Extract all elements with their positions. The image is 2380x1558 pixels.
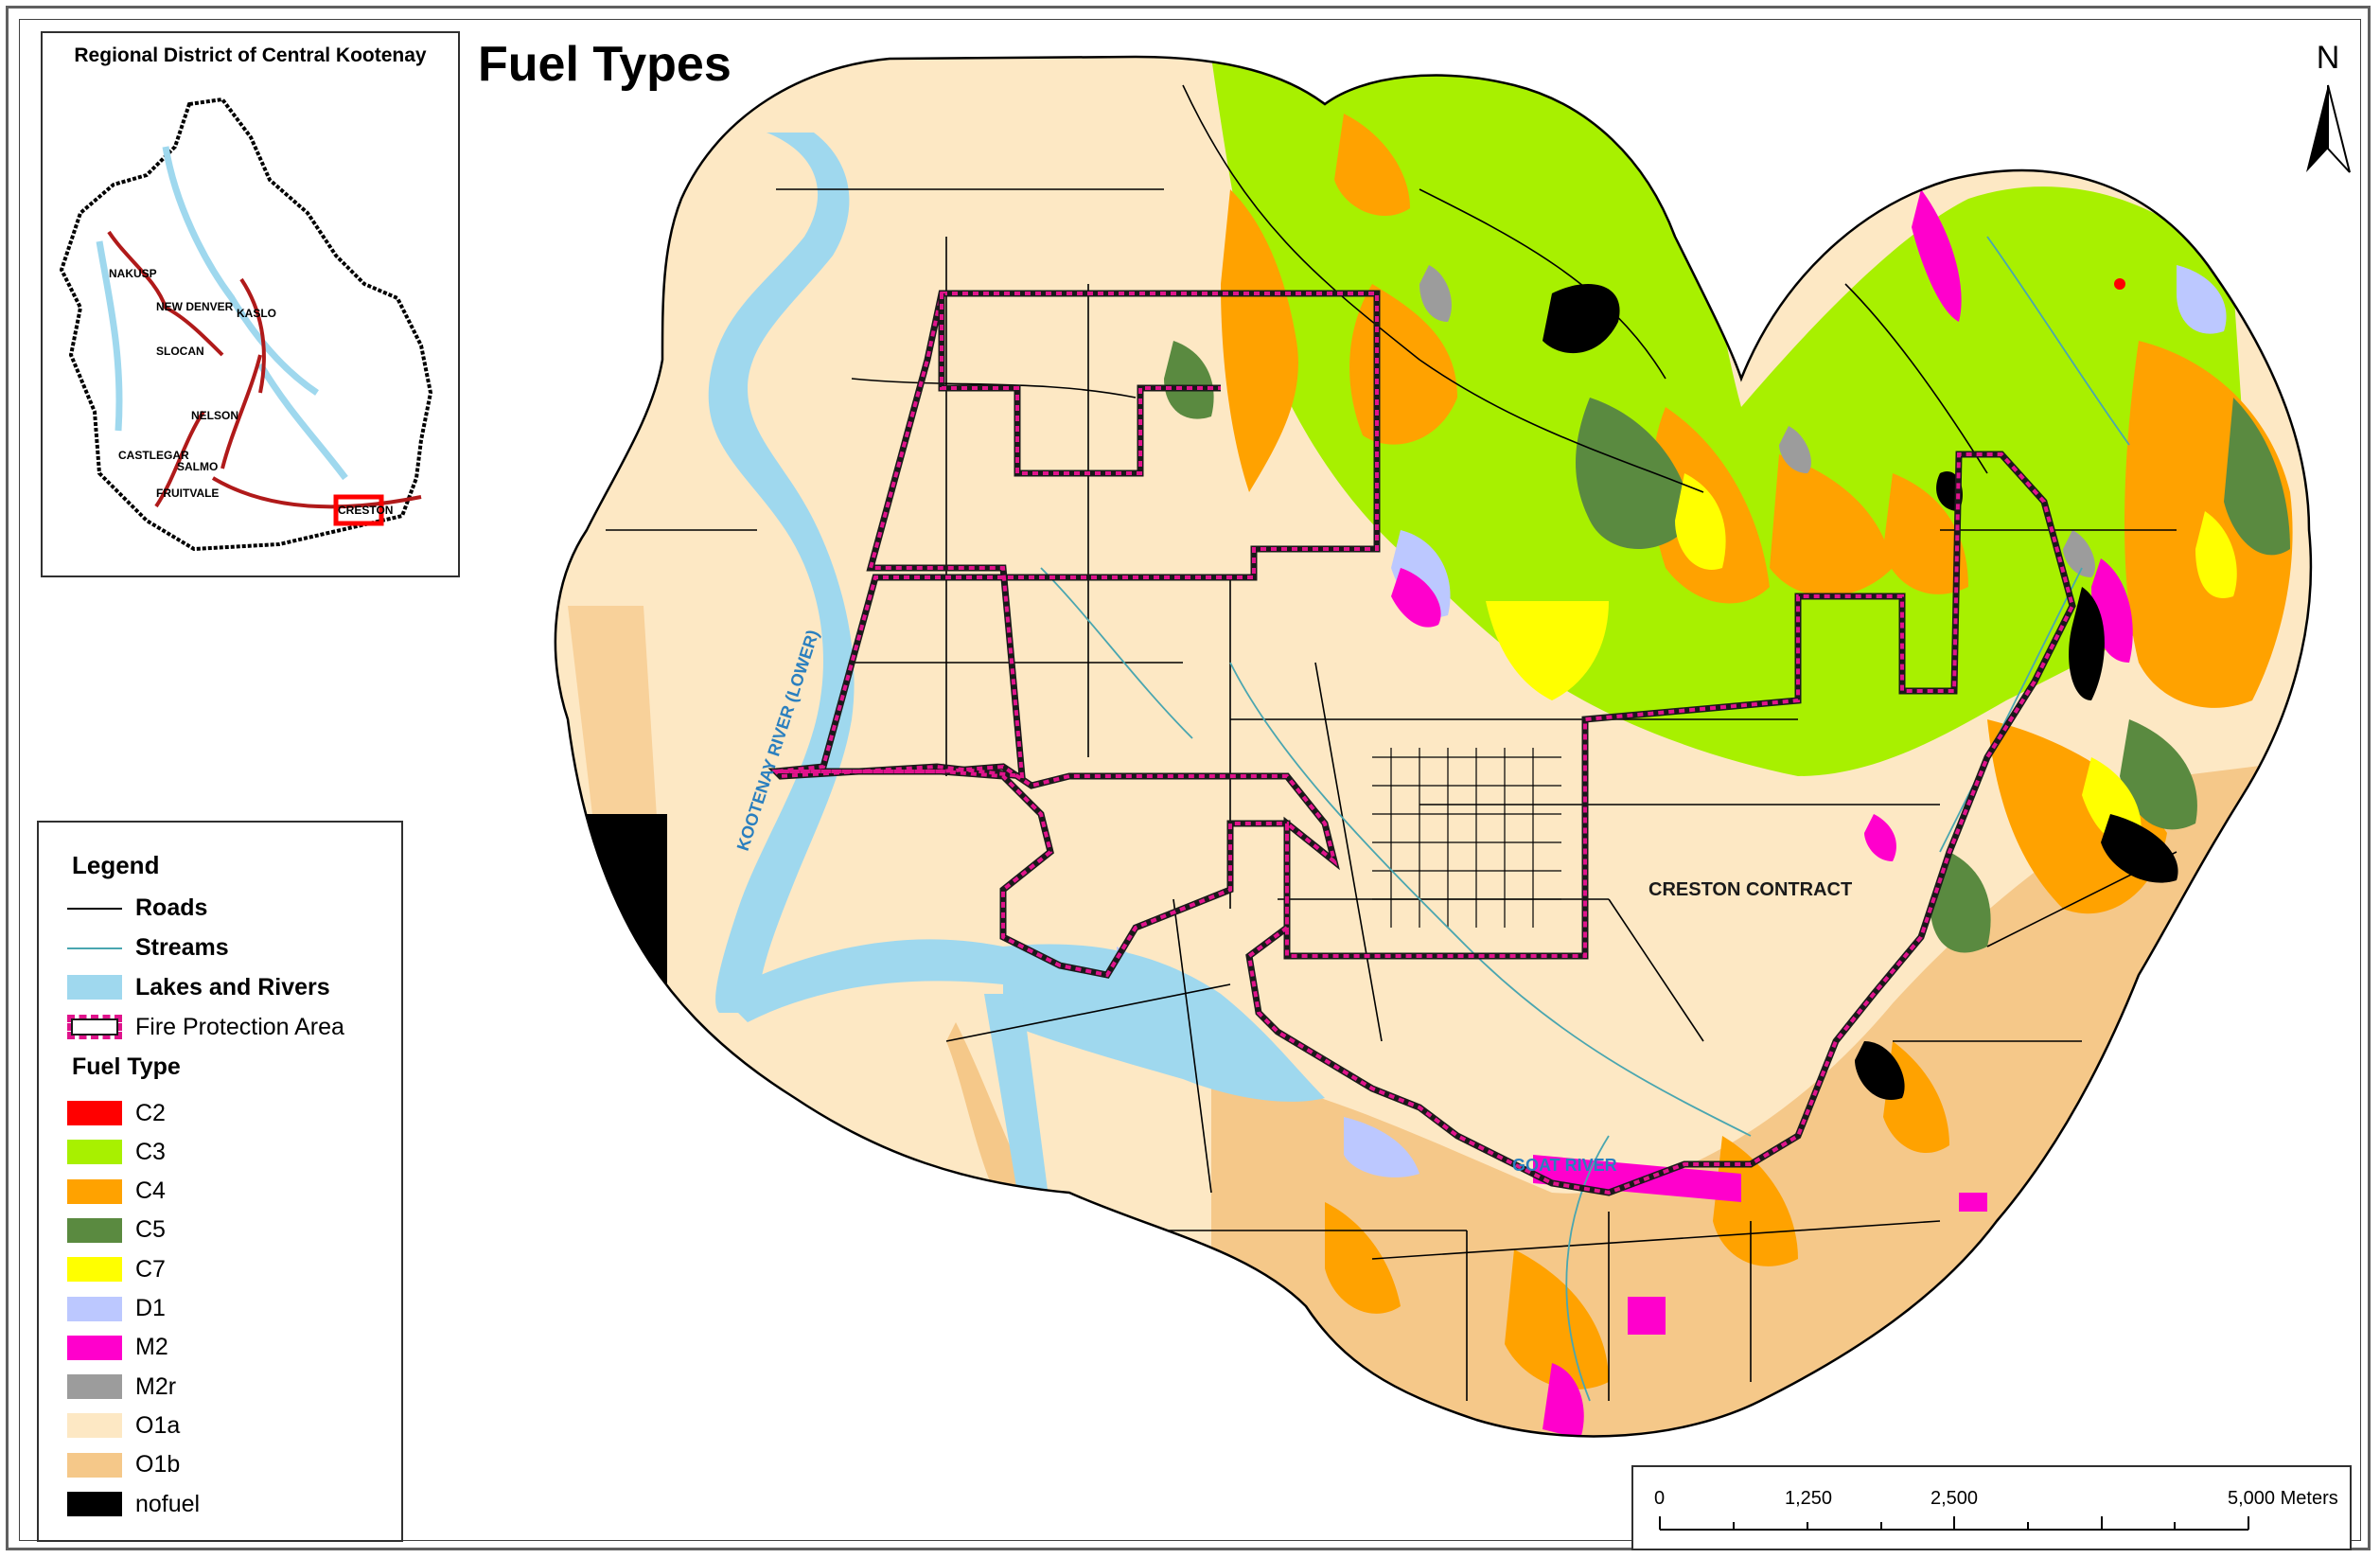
fuel-label: M2r xyxy=(135,1372,177,1400)
scale-label-0: 0 xyxy=(1654,1488,1666,1509)
fuel-swatch xyxy=(67,1335,122,1360)
fuel-swatch xyxy=(67,1492,122,1516)
legend-fuel-o1a: O1a xyxy=(67,1411,180,1440)
svg-text:SLOCAN: SLOCAN xyxy=(156,345,204,358)
legend-item-streams: Streams xyxy=(67,933,229,962)
legend-fuel-o1b: O1b xyxy=(67,1451,180,1479)
fuel-swatch xyxy=(67,1296,122,1321)
scale-bar-ticks xyxy=(1659,1516,2249,1531)
svg-text:CASTLEGAR: CASTLEGAR xyxy=(118,449,189,462)
legend-fuel-c2: C2 xyxy=(67,1099,166,1127)
fuel-label: O1b xyxy=(135,1451,181,1478)
fuel-label: O1a xyxy=(135,1411,181,1439)
fuel-swatch xyxy=(67,1452,122,1478)
legend-title: Legend xyxy=(72,851,160,879)
legend-item-lakes-rivers: Lakes and Rivers xyxy=(67,973,330,1001)
legend-fuel-c7: C7 xyxy=(67,1255,166,1284)
fuel-label: D1 xyxy=(135,1295,166,1321)
map-frame-inner xyxy=(19,19,2361,1541)
fuel-label: C4 xyxy=(135,1177,166,1205)
legend-fuel-c5: C5 xyxy=(67,1216,166,1245)
legend-fuel-m2: M2 xyxy=(67,1334,168,1362)
fuel-swatch xyxy=(67,1217,122,1243)
label-goat-river: GOAT RIVER xyxy=(1512,1156,1617,1175)
svg-text:N: N xyxy=(2317,40,2340,76)
legend-item-roads: Roads xyxy=(67,894,207,922)
fuel-label: nofuel xyxy=(135,1490,201,1517)
fuel-swatch xyxy=(67,1140,122,1165)
svg-text:FRUITVALE: FRUITVALE xyxy=(156,487,219,500)
legend-fuel-m2r: M2r xyxy=(67,1372,176,1401)
fuel-swatch xyxy=(67,1374,122,1400)
svg-text:SALMO: SALMO xyxy=(177,460,218,473)
svg-text:NEW DENVER: NEW DENVER xyxy=(156,300,234,313)
fuel-label: C2 xyxy=(135,1099,166,1126)
fuel-swatch xyxy=(67,1178,122,1204)
fuel-label: C7 xyxy=(135,1255,166,1283)
fuel-label: M2 xyxy=(135,1334,168,1361)
legend-fuel-nofuel: nofuel xyxy=(67,1490,200,1518)
scale-label-2500: 2,500 xyxy=(1930,1488,1979,1509)
legend-fuel-c3: C3 xyxy=(67,1138,166,1166)
legend-fuel-d1: D1 xyxy=(67,1295,166,1323)
fuel-label: C5 xyxy=(135,1216,166,1244)
fuel-label: C3 xyxy=(135,1138,166,1165)
scale-bar: 0 1,250 2,500 5,000 Meters xyxy=(1631,1465,2352,1550)
svg-text:CRESTON: CRESTON xyxy=(338,504,393,517)
legend-panel: Legend Roads Streams Lakes and Rivers Fi… xyxy=(37,821,403,1542)
svg-text:NELSON: NELSON xyxy=(191,409,238,422)
map-title: Fuel Types xyxy=(478,37,732,92)
fuel-swatch xyxy=(67,1413,122,1439)
label-creston-contract: CRESTON CONTRACT xyxy=(1648,879,1852,900)
fuel-swatch xyxy=(67,1257,122,1283)
fuel-type-title: Fuel Type xyxy=(72,1053,181,1080)
scale-label-5000: 5,000 Meters xyxy=(2228,1488,2338,1509)
legend-fuel-c4: C4 xyxy=(67,1177,166,1206)
fuel-swatch xyxy=(67,1101,122,1125)
inset-map-drawing: NAKUSP NEW DENVER KASLO SLOCAN NELSON CA… xyxy=(59,97,433,552)
scale-label-1250: 1,250 xyxy=(1785,1488,1833,1509)
inset-locator-map: Regional District of Central Kootenay NA… xyxy=(41,31,460,577)
svg-text:NAKUSP: NAKUSP xyxy=(109,267,157,280)
inset-title: Regional District of Central Kootenay xyxy=(74,44,427,66)
svg-text:KASLO: KASLO xyxy=(237,307,276,320)
legend-item-fire-protection: Fire Protection Area xyxy=(67,1013,344,1041)
north-arrow-icon: N xyxy=(2306,40,2351,173)
